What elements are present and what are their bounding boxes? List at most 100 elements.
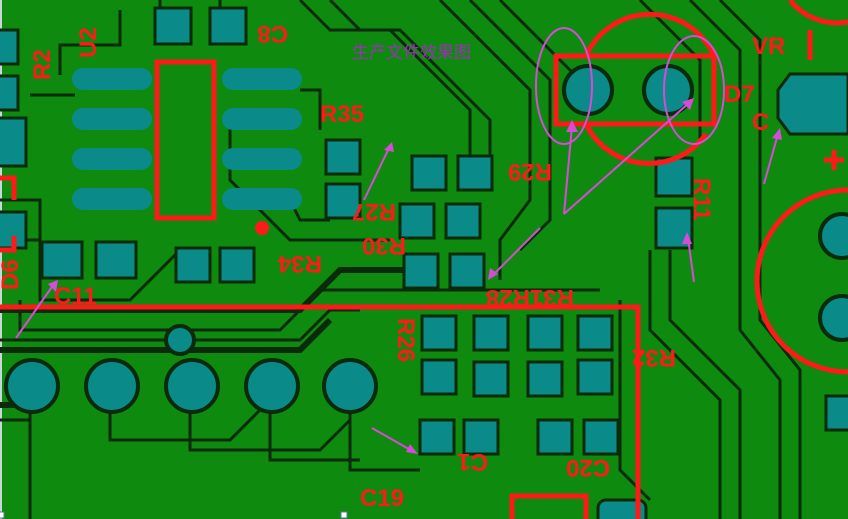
c8-pad <box>208 6 248 46</box>
annotation-arrowheads <box>48 98 782 454</box>
grid-pad <box>576 358 614 396</box>
right-hole-pad <box>818 212 848 260</box>
label-r35: R35 <box>320 101 364 128</box>
u2-pad <box>72 148 152 170</box>
connector-pad <box>322 358 378 414</box>
c20-pad <box>536 418 574 456</box>
r2-pad <box>0 28 20 66</box>
annotation-arrow <box>687 237 695 283</box>
selection-handle[interactable] <box>0 511 5 519</box>
caption: 生产文件效果图 <box>352 43 471 63</box>
arrowhead <box>566 120 578 132</box>
grid-pad <box>472 314 510 352</box>
label-r34: R34 <box>277 250 322 277</box>
label-u2: U2 <box>75 27 102 58</box>
r32-pad <box>576 314 614 352</box>
c1-pad <box>462 418 500 456</box>
annotation-ellipse <box>535 27 593 145</box>
arrowhead <box>48 280 58 292</box>
annotation-arrow <box>371 427 415 453</box>
annotation-arrow <box>363 145 391 201</box>
pin1-marker <box>255 221 269 235</box>
arrowhead <box>488 268 498 280</box>
r28-pad <box>448 252 486 290</box>
r2-pad <box>0 74 20 112</box>
d7-pad <box>562 64 614 116</box>
left-bracket <box>0 236 17 253</box>
c11-pad <box>40 240 84 280</box>
arrowhead <box>772 128 782 140</box>
d7-body-arc <box>583 122 709 166</box>
annotation-arrow <box>563 101 691 215</box>
via <box>164 324 196 356</box>
connector-pad <box>84 358 140 414</box>
connector-pad <box>244 358 300 414</box>
r35-pad <box>324 138 362 176</box>
cap-outline-arc <box>754 187 848 375</box>
copper-traces <box>0 0 802 519</box>
d7-outline <box>553 53 717 127</box>
label-r29: R29 <box>508 158 552 185</box>
vr-pad <box>776 72 848 136</box>
grid-pad <box>472 360 510 398</box>
grid-pad <box>526 360 564 398</box>
label-r31r28: R31R28 <box>486 284 574 311</box>
label-c-top: C <box>752 109 769 136</box>
label-r11: R11 <box>688 178 715 221</box>
connector-pad <box>4 358 60 414</box>
annotation-arrow <box>15 283 55 339</box>
annotation-arrow <box>491 227 541 277</box>
annotation-arrow <box>563 125 573 215</box>
label-vr: VR <box>752 33 785 60</box>
label-c8: C8 <box>257 20 288 47</box>
r29-pad <box>410 154 448 192</box>
arrowhead <box>406 444 418 454</box>
label-c1: C1 <box>457 448 488 475</box>
silk-line <box>0 304 641 519</box>
r34-pad <box>218 246 256 284</box>
label-r30: R30 <box>362 232 406 259</box>
vr-outline-arc <box>788 0 848 26</box>
u2-pad <box>222 148 302 170</box>
left-pad <box>0 116 28 168</box>
annotations <box>15 27 779 453</box>
u2-pad <box>222 68 302 90</box>
r30-pad <box>444 202 482 240</box>
c1-pad <box>418 418 456 456</box>
arrowhead <box>384 142 394 152</box>
label-d7: D7 <box>724 81 755 108</box>
annotation-arrow <box>763 133 779 185</box>
bottom-pad <box>596 498 648 519</box>
label-d6: D6 <box>0 259 24 290</box>
u2-pad <box>222 188 302 210</box>
r30-pad <box>398 202 436 240</box>
r34-pad <box>174 246 212 284</box>
c11-pad <box>94 240 138 280</box>
r26-pad <box>420 358 458 396</box>
c8-pad <box>153 6 193 46</box>
grid-pad <box>526 314 564 352</box>
u2-outline <box>154 59 217 221</box>
right-pad <box>824 394 848 432</box>
arrowhead <box>682 98 694 110</box>
u2-pad <box>72 108 152 130</box>
arrowhead <box>682 232 692 244</box>
label-c20: C20 <box>566 454 610 481</box>
u2-pad <box>222 108 302 130</box>
u2-pad <box>72 188 152 210</box>
label-r2: R2 <box>29 49 56 80</box>
smd-pads <box>0 6 848 456</box>
r31-pad <box>402 252 440 290</box>
selection-handle[interactable] <box>340 511 348 519</box>
r26-pad <box>420 314 458 352</box>
label-c11: C11 <box>54 283 97 310</box>
u2-pad <box>72 68 152 90</box>
th-pads <box>4 64 848 414</box>
r27-pad <box>324 182 362 220</box>
label-r26: R26 <box>392 318 419 362</box>
c-plus <box>824 150 844 170</box>
annotation-ellipse <box>663 35 725 145</box>
r29-pad <box>456 154 494 192</box>
